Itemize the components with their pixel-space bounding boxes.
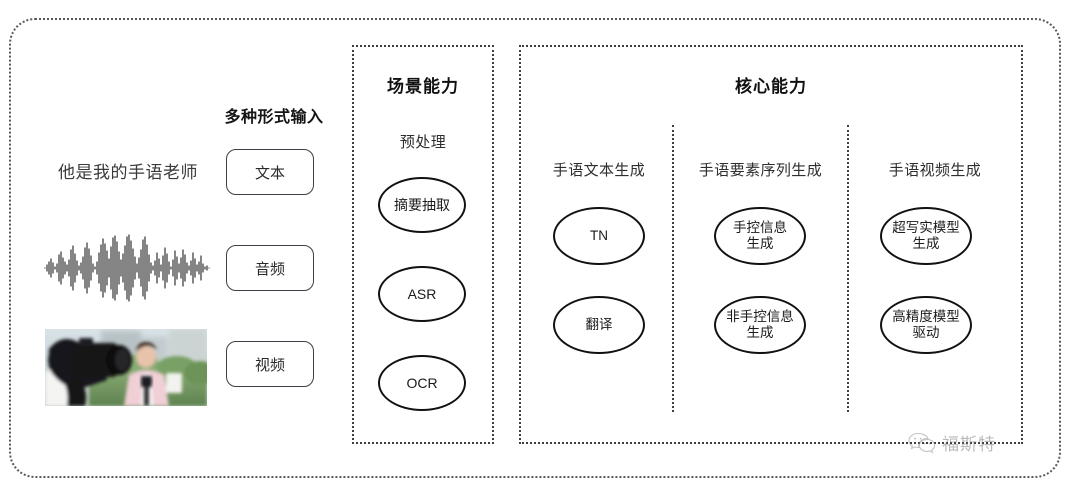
core-node-tn[interactable]: TN [553,207,645,265]
video-thumbnail-preview [45,329,207,406]
scene-node-asr[interactable]: ASR [378,266,466,322]
input-section-label: 多种形式输入 [224,109,324,126]
core-node-tn-line1: TN [590,228,608,244]
outer-frame [9,18,1061,478]
core-node-manual-info-line2: 生成 [746,236,774,251]
modality-pill-text[interactable]: 文本 [226,149,314,195]
core-column-label-sign-video-generation: 手语视频生成 [888,162,982,179]
core-column-divider-2 [847,125,849,412]
core-node-hyperrealistic-line2: 生成 [912,236,940,251]
core-node-non-manual-info-line1: 非手控信息 [726,309,794,325]
core-node-translation-line1: 翻译 [585,317,613,333]
modality-pill-audio[interactable]: 音频 [226,245,314,291]
video-thumbnail-image [45,329,207,406]
scene-subsection-label: 预处理 [399,134,447,151]
watermark-text: 福斯特 [942,435,996,454]
core-node-hyperrealistic-line1: 超写实模型 [892,220,960,236]
watermark: 福斯特 [908,430,996,455]
core-node-high-precision-line1: 高精度模型 [892,309,960,325]
core-node-non-manual-info-generation[interactable]: 非手控信息 生成 [714,296,806,354]
wechat-icon [908,432,936,453]
core-column-label-sign-element-sequence-generation: 手语要素序列生成 [698,162,823,179]
scene-node-ocr[interactable]: OCR [378,355,466,411]
scene-panel-title: 场景能力 [387,77,459,96]
core-node-non-manual-info-line2: 生成 [746,325,774,340]
core-node-translation[interactable]: 翻译 [553,296,645,354]
core-node-high-precision-line2: 驱动 [912,325,940,340]
core-capability-panel: 核心能力 [519,45,1023,444]
core-node-high-precision-model-driving[interactable]: 高精度模型 驱动 [880,296,972,354]
scene-node-summary-extraction[interactable]: 摘要抽取 [378,177,466,233]
core-column-label-sign-text-generation: 手语文本生成 [552,162,646,179]
scene-capability-panel: 场景能力 [352,45,494,444]
audio-waveform-preview [43,234,211,302]
core-node-hyperrealistic-model-generation[interactable]: 超写实模型 生成 [880,207,972,265]
core-column-divider-1 [672,125,674,412]
waveform-icon [44,234,210,302]
text-sample: 他是我的手语老师 [58,163,198,182]
core-panel-title: 核心能力 [735,77,807,96]
modality-pill-video[interactable]: 视频 [226,341,314,387]
core-node-manual-info-generation[interactable]: 手控信息 生成 [714,207,806,265]
core-node-manual-info-line1: 手控信息 [733,220,787,236]
